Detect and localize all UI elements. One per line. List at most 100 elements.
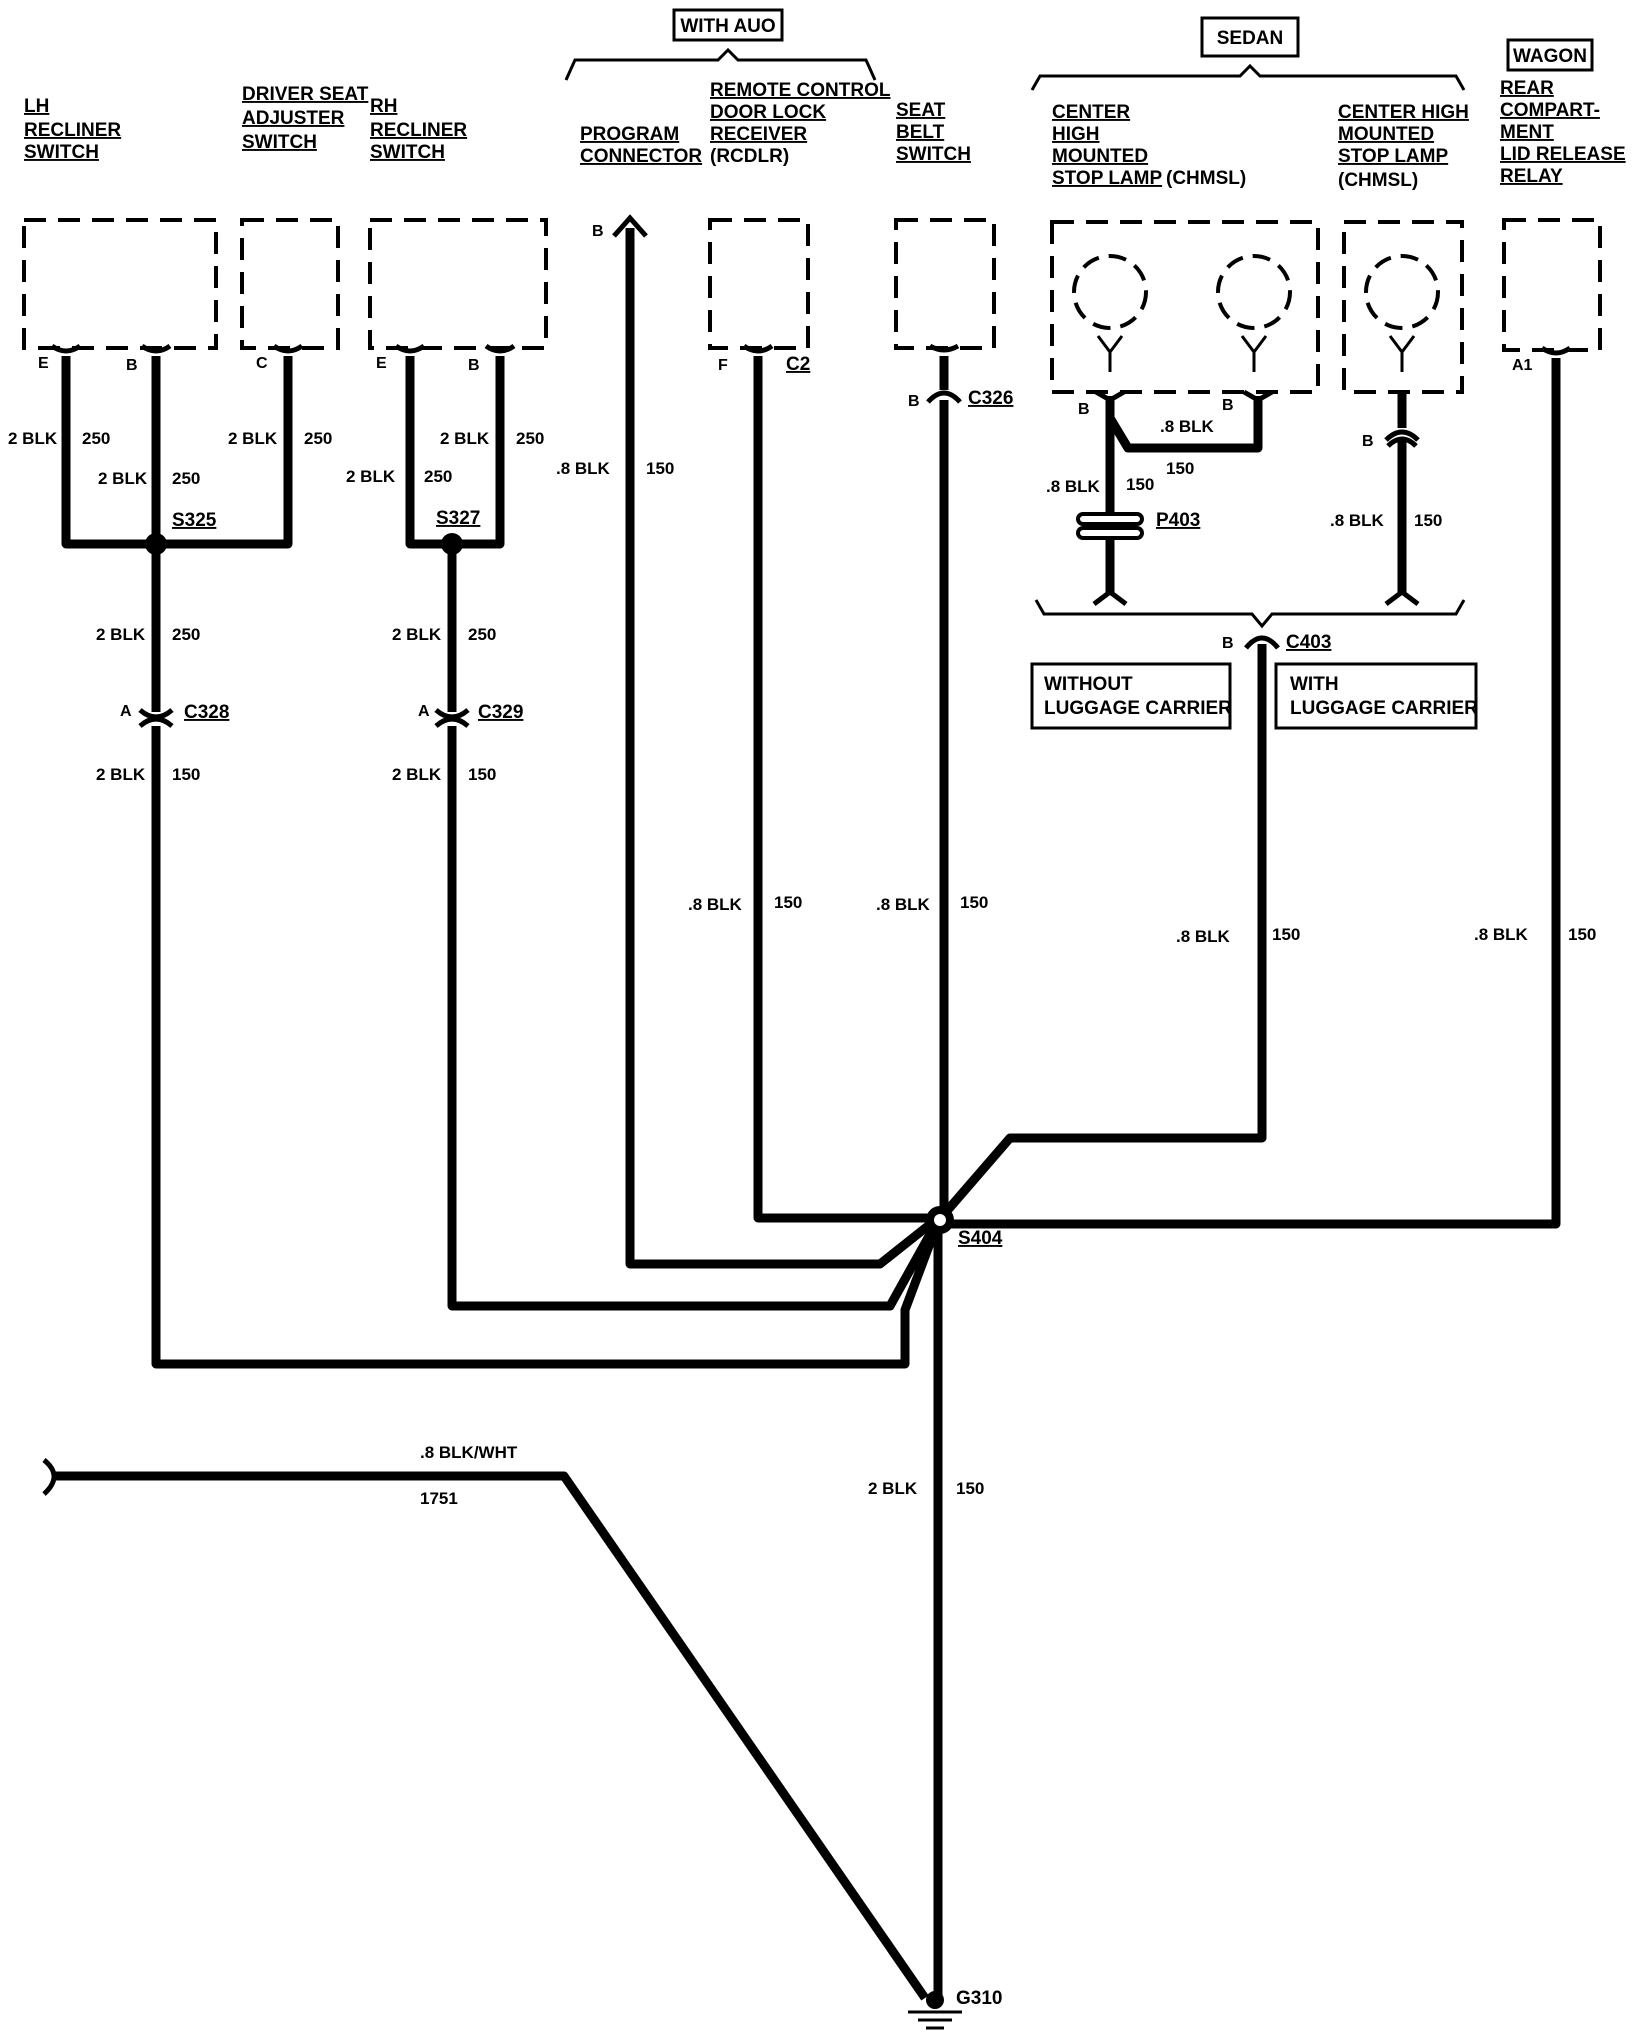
label-components-rh-recliner-0: RH — [370, 96, 397, 117]
label-components-seat-belt-0: SEAT — [896, 100, 946, 121]
label-components-lh-recliner-0: LH — [24, 96, 49, 117]
label-components-chmsl-sedan-2: MOUNTED — [1052, 146, 1148, 167]
label-components-rear-relay-3: LID RELEASE — [1500, 144, 1626, 165]
chmsl-sedan-box — [1050, 220, 1320, 394]
label-components-rear-relay-1: COMPART- — [1500, 100, 1600, 121]
wire-rh-b — [452, 356, 505, 549]
pin-lh-b: B — [126, 357, 138, 374]
connector-c329-label: C329 — [478, 702, 523, 723]
pin-lamp1-b: B — [1078, 401, 1090, 418]
pin-lamp3-b: B — [1362, 433, 1374, 450]
label-wires-w-08blk: .8 BLK — [1160, 417, 1215, 436]
p403-connector — [1076, 512, 1144, 540]
label-wires-c150: 150 — [1568, 925, 1596, 944]
label-components-chmsl-sedan-4: (CHMSL) — [1166, 168, 1246, 189]
ground-g310-icon — [908, 1991, 962, 2030]
pin-prog-b: B — [592, 223, 604, 240]
connector-p403-label: P403 — [1156, 510, 1200, 531]
label-components-rear-relay-2: MENT — [1500, 122, 1554, 143]
driver-seat-adjuster-box — [240, 218, 340, 350]
label-components-rcdlr-1: DOOR LOCK — [710, 102, 826, 123]
wagon-group: WAGON — [1506, 38, 1594, 72]
label-wires-w-2blk: 2 BLK — [96, 625, 146, 644]
label-wires-c250: 250 — [424, 467, 452, 486]
label-wires-w-08blk: .8 BLK — [556, 459, 611, 478]
wire-c329-s404 — [447, 726, 942, 1311]
label-wires-c150: 150 — [172, 765, 200, 784]
label-wires-w-2blk: 2 BLK — [440, 429, 490, 448]
label-components-rcdlr-0: REMOTE CONTROL — [710, 80, 891, 101]
label-components-seat-belt-1: BELT — [896, 122, 945, 143]
wire-c328-s404 — [151, 726, 943, 1369]
seat-belt-switch-box — [894, 218, 996, 350]
label-wires-c150: 150 — [1126, 475, 1154, 494]
pin-seat-b: B — [908, 393, 920, 410]
wagon-label: WAGON — [1513, 46, 1587, 67]
label-components-rh-recliner-1: RECLINER — [370, 120, 467, 141]
label-wires-w-08blk: .8 BLK — [1176, 927, 1231, 946]
splice-s325 — [145, 533, 167, 555]
label-wires-w-2blk: 2 BLK — [868, 1479, 918, 1498]
wire-1751-color-label: .8 BLK/WHT — [420, 1443, 518, 1462]
rh-recliner-switch-title: RH RECLINER SWITCH — [370, 96, 467, 163]
label-components-rcdlr-2: RECEIVER — [710, 124, 807, 145]
label-components-chmsl-high-3: (CHMSL) — [1338, 170, 1418, 191]
label-wires-c150: 150 — [646, 459, 674, 478]
wire-1751 — [54, 1471, 929, 2001]
label-wires-c150: 150 — [468, 765, 496, 784]
wire-1751-break — [42, 1458, 57, 1496]
sedan-group: SEDAN — [1030, 16, 1466, 91]
label-wires-w-08blk: .8 BLK — [1474, 925, 1529, 944]
program-connector-title: PROGRAM CONNECTOR — [580, 124, 702, 167]
with-luggage-carrier-box: WITH LUGGAGE CARRIER — [1274, 662, 1478, 730]
label-wires-w-2blk: 2 BLK — [392, 765, 442, 784]
label-components-chmsl-high-1: MOUNTED — [1338, 124, 1434, 145]
connector-c328-label: C328 — [184, 702, 229, 723]
label-wires-w-2blk: 2 BLK — [98, 469, 148, 488]
connector-c403-label: C403 — [1286, 632, 1331, 653]
sedan-label: SEDAN — [1217, 28, 1284, 49]
pin-rcdlr-f: F — [718, 357, 728, 374]
label-components-driver-seat-2: SWITCH — [242, 132, 317, 153]
label-wires-w-2blk: 2 BLK — [228, 429, 278, 448]
label-wires-c250: 250 — [172, 469, 200, 488]
label-wires-w-2blk: 2 BLK — [96, 765, 146, 784]
label-wires-c250: 250 — [516, 429, 544, 448]
label-wires-w-08blk: .8 BLK — [1330, 511, 1385, 530]
pin-c328-a: A — [120, 703, 132, 720]
label-components-program-connector-1: CONNECTOR — [580, 146, 702, 167]
label-wires-w-08blk: .8 BLK — [1046, 477, 1101, 496]
wire-rh-e — [405, 356, 452, 549]
label-components-program-connector-0: PROGRAM — [580, 124, 679, 145]
pin-relay-a1: A1 — [1512, 357, 1533, 374]
splice-s327-label: S327 — [436, 508, 480, 529]
label-wires-c250: 250 — [468, 625, 496, 644]
wire-lamp2 — [1106, 396, 1263, 453]
pin-rh-e: E — [376, 355, 387, 372]
lh-recliner-switch-title: LH RECLINER SWITCH — [24, 96, 121, 163]
connector-c2-label: C2 — [786, 354, 810, 375]
label-wires-c150: 150 — [1272, 925, 1300, 944]
without-luggage-carrier-box: WITHOUT LUGGAGE CARRIER — [1030, 662, 1232, 730]
label-components-rear-relay-4: RELAY — [1500, 166, 1563, 187]
rear-compartment-relay-box — [1502, 218, 1602, 352]
wire-rear-relay — [946, 358, 1561, 1229]
driver-seat-adjuster-title: DRIVER SEAT ADJUSTER SWITCH — [242, 84, 369, 153]
label-components-rcdlr-3: (RCDLR) — [710, 146, 789, 167]
connector-c326-label: C326 — [968, 388, 1013, 409]
label-groups-without-luggage-0: WITHOUT — [1044, 674, 1133, 695]
wire-rcdlr — [753, 356, 938, 1223]
label-components-chmsl-sedan-0: CENTER — [1052, 102, 1130, 123]
label-wires-c250: 250 — [172, 625, 200, 644]
pin-lh-e: E — [38, 355, 49, 372]
label-wires-w-2blk: 2 BLK — [392, 625, 442, 644]
label-components-rh-recliner-2: SWITCH — [370, 142, 445, 163]
with-auo-group: WITH AUO — [564, 8, 877, 81]
label-wires-w-2blk: 2 BLK — [8, 429, 58, 448]
lamp-bulb-3 — [1364, 254, 1440, 372]
label-wires-c150: 150 — [1414, 511, 1442, 530]
chmsl-high-title: CENTER HIGH MOUNTED STOP LAMP (CHMSL) — [1338, 102, 1469, 191]
label-wires-c150: 150 — [956, 1479, 984, 1498]
label-wires-c150: 150 — [960, 893, 988, 912]
label-wires-w-08blk: .8 BLK — [688, 895, 743, 914]
